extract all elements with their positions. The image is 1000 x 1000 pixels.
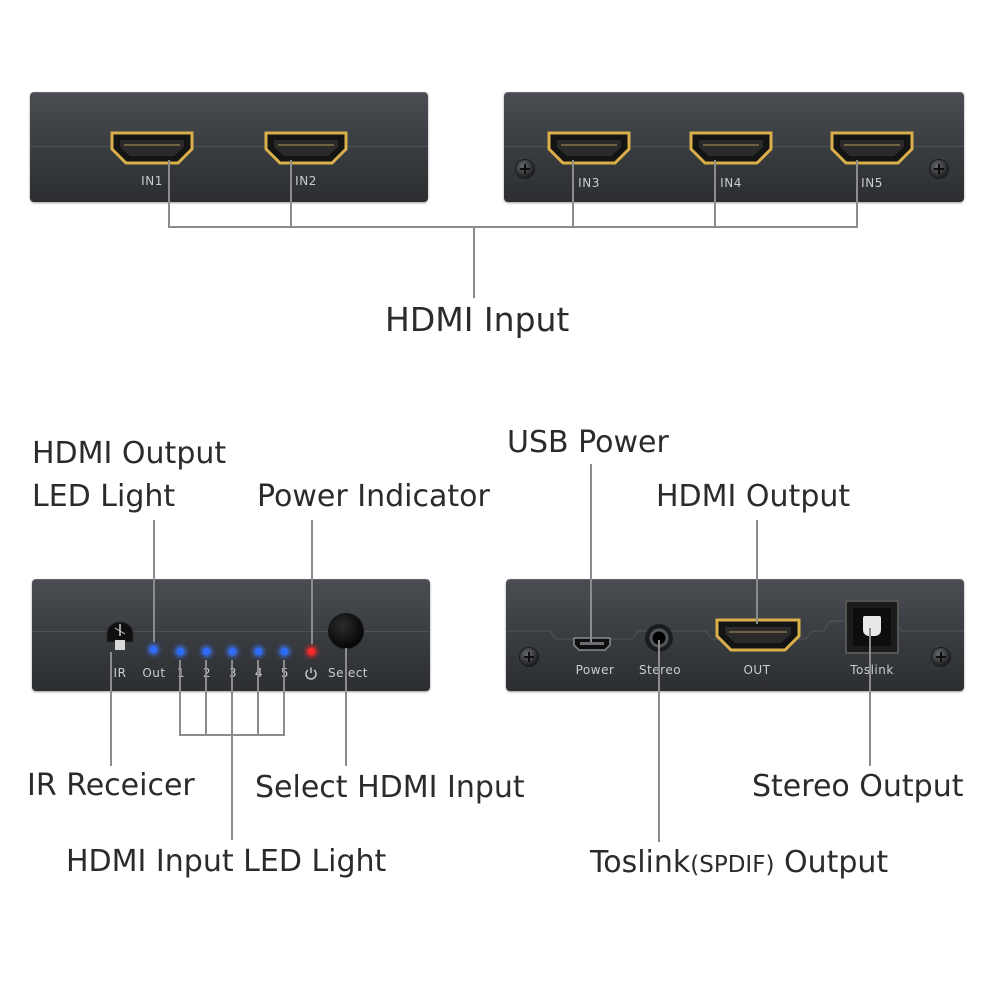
leader-line <box>714 160 716 228</box>
callout-toslink-tail: Output <box>774 845 889 880</box>
callout-stereo-output: Stereo Output <box>752 769 964 804</box>
ir-receiver-icon <box>106 621 134 650</box>
front-label-out: Out <box>142 666 166 680</box>
screw-icon <box>932 648 950 666</box>
led-number-3: 3 <box>226 666 240 680</box>
input-device-left <box>30 92 428 202</box>
hdmi-port-in1-icon <box>110 131 194 165</box>
led-number-1: 1 <box>174 666 188 680</box>
power-icon <box>305 667 317 680</box>
led-number-4: 4 <box>252 666 266 680</box>
port-label-in4: IN4 <box>720 176 742 190</box>
hdmi-port-in4-icon <box>689 131 773 165</box>
leader-line <box>179 660 181 736</box>
hdmi-port-in2-icon <box>264 131 348 165</box>
led-input-1-blue <box>177 648 184 655</box>
leader-line <box>153 520 155 642</box>
screw-icon <box>520 648 538 666</box>
toslink-port-icon <box>845 600 899 654</box>
callout-hdmi-input-led: HDMI Input LED Light <box>66 844 387 879</box>
leader-line <box>205 660 207 736</box>
leader-line <box>231 660 233 840</box>
rear-label-stereo: Stereo <box>632 663 688 677</box>
hdmi-ports-top <box>110 131 914 165</box>
hdmi-output-port-icon <box>715 618 801 652</box>
callout-toslink-output: Toslink(SPDIF) Output <box>590 843 888 882</box>
leader-line <box>168 226 858 228</box>
hdmi-port-in3-icon <box>547 131 631 165</box>
front-label-select: Select <box>327 666 369 680</box>
led-input-5-blue <box>281 648 288 655</box>
leader-line <box>345 648 347 766</box>
led-input-2-blue <box>203 648 210 655</box>
led-number-2: 2 <box>200 666 214 680</box>
screw-icon <box>516 160 534 178</box>
screw-icon <box>930 160 948 178</box>
leader-line <box>590 464 592 642</box>
leader-line <box>110 652 112 766</box>
leader-line <box>869 628 871 766</box>
callout-select-hdmi-input: Select HDMI Input <box>255 770 525 805</box>
led-output-blue <box>150 646 157 653</box>
callout-usb-power: USB Power <box>507 425 669 460</box>
callout-hdmi-output: HDMI Output <box>656 479 851 514</box>
hdmi-port-in5-icon <box>830 131 914 165</box>
usb-power-port-icon <box>573 637 611 651</box>
rear-label-out: OUT <box>743 663 771 677</box>
callout-toslink-main: Toslink <box>590 845 691 880</box>
port-label-in3: IN3 <box>578 176 600 190</box>
callout-ir-receiver: IR Receicer <box>27 768 195 803</box>
select-button[interactable] <box>329 614 363 648</box>
leader-line <box>658 640 660 842</box>
led-input-4-blue <box>255 648 262 655</box>
port-label-in1: IN1 <box>141 174 163 188</box>
front-label-ir: IR <box>113 666 127 680</box>
callout-power-indicator: Power Indicator <box>257 479 490 514</box>
led-power-red <box>308 648 315 655</box>
leader-line <box>473 226 475 298</box>
callout-hdmi-output-led-2: LED Light <box>32 479 176 514</box>
led-number-5: 5 <box>278 666 292 680</box>
leader-line <box>756 520 758 624</box>
callout-hdmi-output-led-1: HDMI Output <box>32 436 227 471</box>
rear-label-toslink: Toslink <box>850 663 894 677</box>
leader-line <box>290 160 292 228</box>
leader-line <box>311 520 313 644</box>
leader-line <box>179 734 285 736</box>
led-input-3-blue <box>229 648 236 655</box>
leader-line <box>168 160 170 228</box>
port-label-in5: IN5 <box>861 176 883 190</box>
callout-toslink-paren: (SPDIF) <box>690 852 775 878</box>
rear-label-power: Power <box>575 663 615 677</box>
callout-hdmi-input: HDMI Input <box>385 300 570 339</box>
leader-line <box>856 160 858 228</box>
port-label-in2: IN2 <box>295 174 317 188</box>
leader-line <box>283 660 285 736</box>
leader-line <box>257 660 259 736</box>
leader-line <box>572 160 574 228</box>
